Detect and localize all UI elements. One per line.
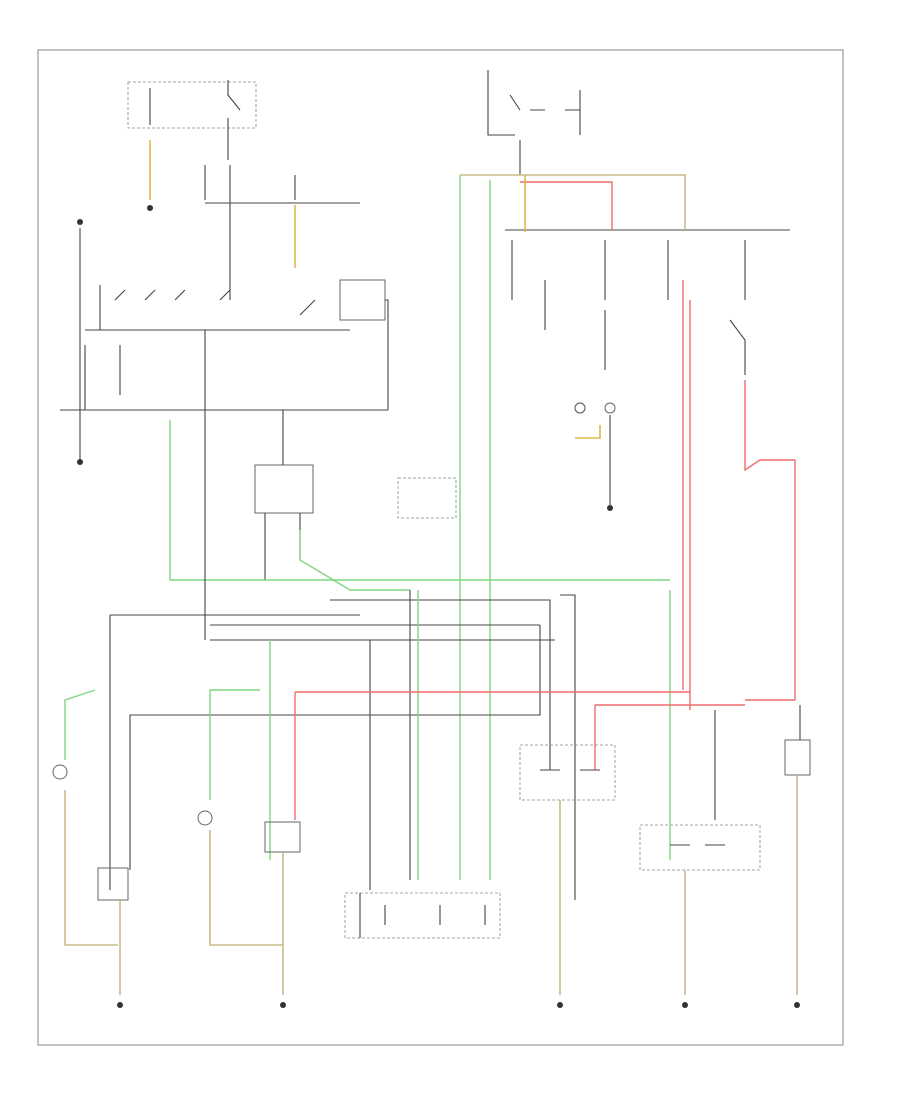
hazard-switch-bar <box>60 255 389 465</box>
diagram-border <box>37 49 844 1046</box>
upper-left-switch-group <box>77 80 360 300</box>
right-lamp-group <box>519 739 811 1008</box>
flasher-module <box>254 410 457 580</box>
upper-right-switch-group <box>487 70 790 511</box>
central-junction <box>344 892 501 939</box>
harness-lines <box>109 410 801 900</box>
left-lamp-group <box>52 689 301 1008</box>
lamp-icon <box>574 402 586 414</box>
